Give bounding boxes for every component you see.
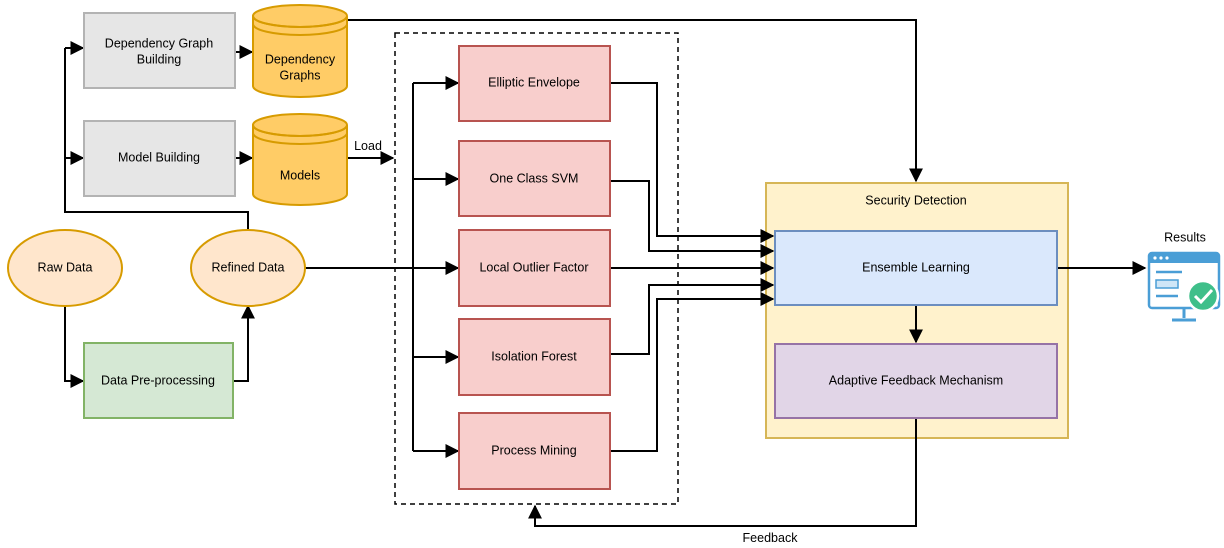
- raw-data-node: Raw Data: [7, 229, 123, 307]
- local-outlier-factor-label: Local Outlier Factor: [479, 260, 588, 274]
- dependency-graph-building-label-1: Dependency Graph: [105, 36, 213, 50]
- edge-feedback-loop: [528, 419, 917, 527]
- refined-data-label: Refined Data: [212, 260, 285, 274]
- process-mining-node: Process Mining: [458, 412, 611, 490]
- results-node: Results: [1147, 230, 1221, 322]
- ensemble-learning-label: Ensemble Learning: [862, 260, 970, 274]
- edge-iforest-to-ensemble: [610, 278, 775, 355]
- edge-graphs-to-ensemble: [346, 19, 923, 183]
- adaptive-feedback-label: Adaptive Feedback Mechanism: [829, 373, 1003, 387]
- refined-data-node: Refined Data: [190, 229, 306, 307]
- results-label: Results: [1164, 230, 1206, 244]
- elliptic-envelope-node: Elliptic Envelope: [458, 45, 611, 122]
- edge-preprocessing-to-refined: [233, 304, 255, 382]
- ensemble-learning-node: Ensemble Learning: [774, 230, 1058, 306]
- model-building-node: Model Building: [83, 120, 236, 197]
- data-preprocessing-label: Data Pre-processing: [101, 373, 215, 387]
- elliptic-envelope-label: Elliptic Envelope: [488, 75, 580, 89]
- dependency-graphs-database-icon: Dependency Graphs: [252, 4, 348, 98]
- dependency-graphs-label-1: Dependency: [265, 52, 336, 66]
- edges: [64, 19, 1147, 527]
- dependency-graph-building-label-2: Building: [137, 52, 182, 66]
- models-label: Models: [280, 168, 320, 182]
- one-class-svm-node: One Class SVM: [458, 140, 611, 217]
- isolation-forest-label: Isolation Forest: [491, 349, 577, 363]
- edge-raw-to-preprocessing: [64, 306, 85, 388]
- dependency-graph-building-node: Dependency Graph Building: [83, 12, 236, 89]
- isolation-forest-node: Isolation Forest: [458, 318, 611, 396]
- local-outlier-factor-node: Local Outlier Factor: [458, 229, 611, 307]
- models-database-icon: Models: [252, 113, 348, 206]
- process-mining-label: Process Mining: [491, 443, 576, 457]
- data-preprocessing-node: Data Pre-processing: [83, 342, 234, 419]
- model-building-label: Model Building: [118, 150, 200, 164]
- edge-pm-to-ensemble: [610, 292, 775, 452]
- edge-elliptic-to-ensemble: [610, 82, 775, 243]
- edge-refined-up: [64, 48, 249, 230]
- dependency-graphs-label-2: Graphs: [280, 68, 321, 82]
- adaptive-feedback-node: Adaptive Feedback Mechanism: [774, 343, 1058, 419]
- one-class-svm-label: One Class SVM: [490, 171, 579, 185]
- load-label: Load: [354, 139, 382, 153]
- monitor-check-icon: [1147, 251, 1221, 322]
- raw-data-label: Raw Data: [38, 260, 93, 274]
- edge-ocsvm-to-ensemble: [610, 180, 775, 258]
- feedback-label: Feedback: [743, 531, 799, 545]
- security-detection-label: Security Detection: [865, 193, 966, 207]
